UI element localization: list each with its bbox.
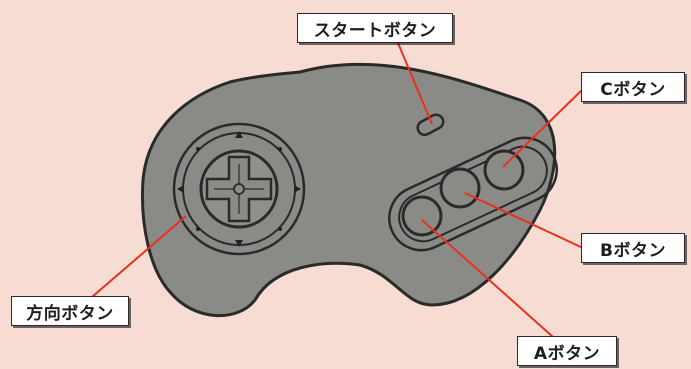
a-button-label: Aボタン <box>517 336 617 366</box>
c-button-shape <box>483 149 525 191</box>
direction-button-label: 方向ボタン <box>11 296 129 326</box>
b-button-label: Bボタン <box>581 233 685 263</box>
leader-lines <box>91 42 584 338</box>
b-button-shape <box>439 167 481 209</box>
arrow-down-icon <box>235 240 243 247</box>
arrow-right-icon <box>294 185 301 193</box>
arrow-left-icon <box>177 185 184 193</box>
face-buttons <box>388 136 558 252</box>
a-button-shape <box>401 195 443 237</box>
start-button-shape <box>416 113 445 137</box>
start-button-label: スタートボタン <box>297 13 453 43</box>
direction-pad <box>172 122 306 256</box>
c-button-label: Cボタン <box>581 72 685 102</box>
arrow-up-icon <box>235 131 243 138</box>
